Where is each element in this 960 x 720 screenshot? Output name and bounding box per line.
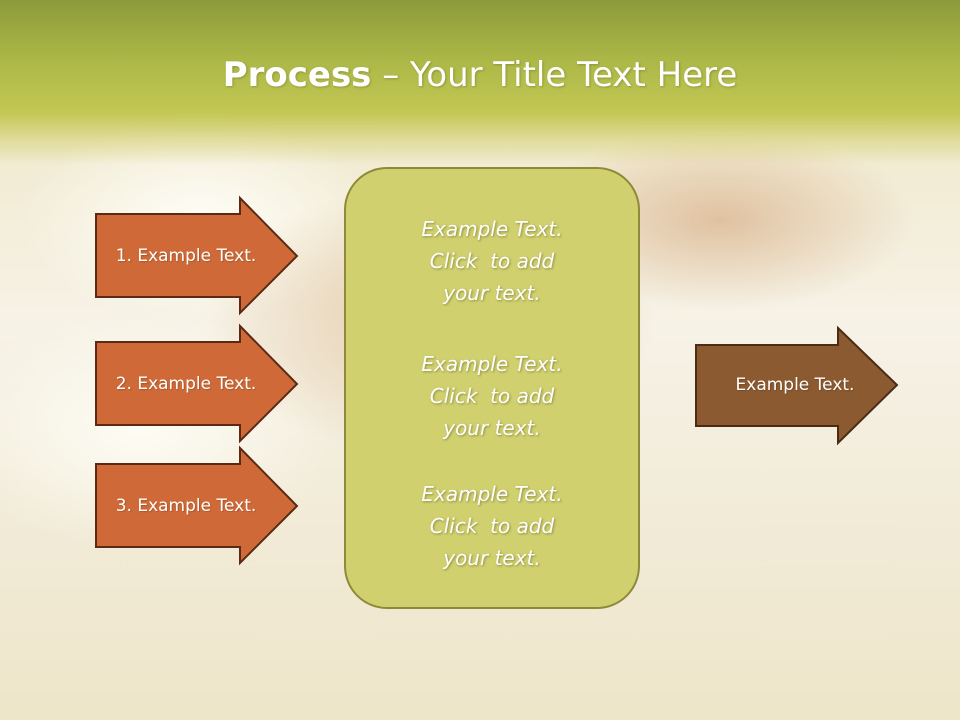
slide-title[interactable]: Process – Your Title Text Here <box>0 52 960 98</box>
output-arrow[interactable] <box>695 325 899 446</box>
center-box[interactable] <box>344 167 640 609</box>
output-arrow-label: Example Text. <box>735 375 855 395</box>
center-text-line: your text. <box>443 281 541 305</box>
center-text-line: Example Text. <box>421 217 563 241</box>
center-text-block-3: Example Text. Click to add your text. <box>345 478 639 574</box>
header-band <box>0 0 960 165</box>
center-text-block-2: Example Text. Click to add your text. <box>345 348 639 444</box>
center-text-line: Click to add <box>429 384 555 408</box>
center-text-line: Example Text. <box>421 482 563 506</box>
input-arrow-3-label: 3. Example Text. <box>115 496 257 516</box>
center-text-block-1: Example Text. Click to add your text. <box>345 213 639 309</box>
input-arrow-3[interactable] <box>95 445 299 566</box>
input-arrow-2-label: 2. Example Text. <box>115 374 257 394</box>
input-arrow-1[interactable] <box>95 195 299 316</box>
center-text-line: your text. <box>443 546 541 570</box>
title-rest-part: – Your Title Text Here <box>371 55 738 95</box>
input-arrow-2[interactable] <box>95 323 299 444</box>
center-text-line: Click to add <box>429 514 555 538</box>
center-text-line: Example Text. <box>421 352 563 376</box>
input-arrow-1-label: 1. Example Text. <box>115 246 257 266</box>
center-text-line: Click to add <box>429 249 555 273</box>
center-text-line: your text. <box>443 416 541 440</box>
title-bold-part: Process <box>222 55 372 95</box>
